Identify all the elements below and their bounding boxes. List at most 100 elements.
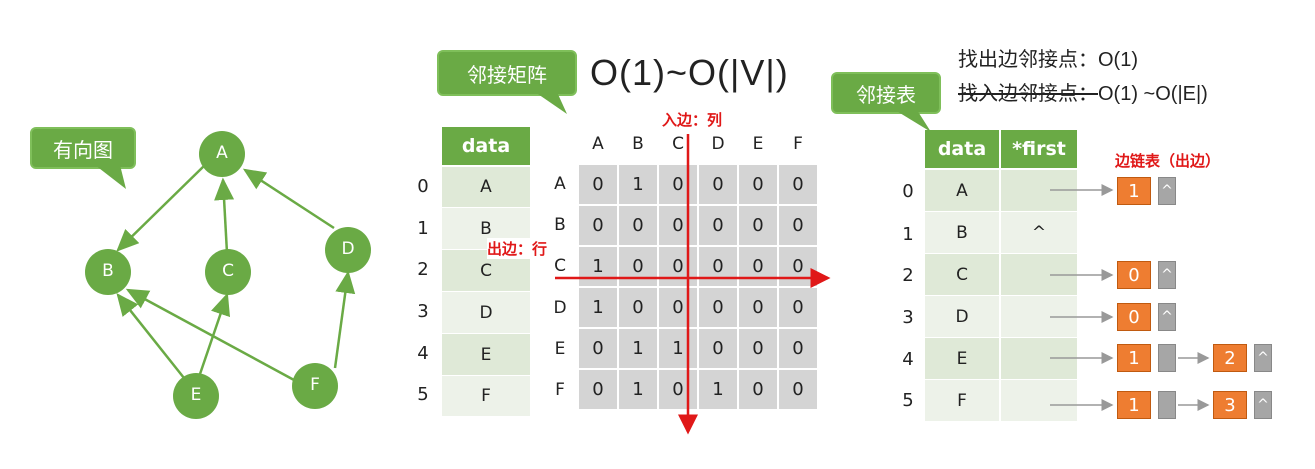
adj-data-0: A xyxy=(925,170,999,211)
matrix-cell: 0 xyxy=(698,287,738,328)
matrix-cell: 0 xyxy=(698,328,738,369)
find-in-note: 找入边邻接点：O(1) ~O(|E|) xyxy=(958,77,1208,106)
node-a xyxy=(199,131,245,177)
find-in-label: 找入边邻接点： xyxy=(958,81,1098,105)
node-d xyxy=(325,227,371,273)
vt-cell-0: A xyxy=(442,167,530,207)
edge-node-5-0: 1 xyxy=(1117,391,1151,419)
matrix-cell: 0 xyxy=(738,287,778,328)
matrix-col-a: A xyxy=(592,134,604,154)
matrix-cell: 0 xyxy=(738,205,778,246)
edge-null-2: ^ xyxy=(1158,261,1176,289)
matrix-cell: 1 xyxy=(618,164,658,205)
adj-first-1: ^ xyxy=(1001,212,1077,253)
matrix-cell: 0 xyxy=(778,205,818,246)
adj-index-4: 4 xyxy=(902,349,914,370)
matrix-cell: 0 xyxy=(778,287,818,328)
matrix-col-f: F xyxy=(793,134,803,154)
node-label-a: A xyxy=(216,143,228,163)
matrix-cell: 0 xyxy=(658,287,698,328)
adj-index-1: 1 xyxy=(902,224,914,245)
digraph-svg xyxy=(85,131,371,419)
node-f xyxy=(292,363,338,409)
matrix-cell: 0 xyxy=(698,246,738,287)
matrix-cell: 0 xyxy=(738,164,778,205)
matrix-callout: 邻接矩阵 xyxy=(437,50,577,96)
adj-index-0: 0 xyxy=(902,181,914,202)
matrix-callout-label: 邻接矩阵 xyxy=(467,62,547,87)
edge-null-4: ^ xyxy=(1254,344,1272,372)
adj-data-5: F xyxy=(925,380,999,421)
matrix-cell: 0 xyxy=(618,205,658,246)
adj-index-3: 3 xyxy=(902,307,914,328)
matrix-cell: 0 xyxy=(658,205,698,246)
vt-index-4: 4 xyxy=(417,343,429,364)
adj-data-4: E xyxy=(925,338,999,379)
edge-f-b xyxy=(125,288,295,382)
matrix-row-c: C xyxy=(554,256,566,276)
edge-a-b xyxy=(116,164,206,252)
vt-index-2: 2 xyxy=(417,259,429,280)
vt-cell-5: F xyxy=(442,376,530,416)
edge-e-b xyxy=(116,293,185,379)
edge-node-4-1: 2 xyxy=(1213,344,1247,372)
matrix-cell: 0 xyxy=(658,369,698,410)
edge-e-c xyxy=(198,292,230,375)
vertex-table-header: data xyxy=(442,127,530,165)
complexity-main: O(1)~O(|V|) xyxy=(590,52,789,93)
matrix-cell: 0 xyxy=(738,328,778,369)
edge-f-d xyxy=(333,270,356,369)
edge-null-0: ^ xyxy=(1158,177,1176,205)
vt-index-1: 1 xyxy=(417,218,429,239)
matrix-cell: 0 xyxy=(738,246,778,287)
edge-node-0-0: 1 xyxy=(1117,177,1151,205)
matrix-cell: 0 xyxy=(698,205,738,246)
node-label-c: C xyxy=(222,261,234,281)
edge-node-4-0: 1 xyxy=(1117,344,1151,372)
list-callout: 邻接表 xyxy=(831,72,941,114)
find-out-value: O(1) xyxy=(1098,49,1138,71)
digraph-callout-tail xyxy=(95,165,126,189)
matrix-cell: 0 xyxy=(578,205,618,246)
matrix-col-e: E xyxy=(752,134,764,154)
digraph-callout-label: 有向图 xyxy=(53,137,113,162)
vt-index-0: 0 xyxy=(417,176,429,197)
matrix-row-a: A xyxy=(554,174,566,194)
edge-null-3: ^ xyxy=(1158,303,1176,331)
matrix-row-f: F xyxy=(555,380,565,400)
vt-index-5: 5 xyxy=(417,384,429,405)
edge-next-5-0 xyxy=(1158,391,1176,419)
edge-null-5: ^ xyxy=(1254,391,1272,419)
matrix-cell: 0 xyxy=(578,164,618,205)
adj-index-2: 2 xyxy=(902,265,914,286)
in-edge-label: 入边：列 xyxy=(662,111,723,129)
node-e xyxy=(173,373,219,419)
matrix-cell: 0 xyxy=(658,164,698,205)
find-in-value: O(1) ~O(|E|) xyxy=(1098,83,1208,105)
edge-next-4-0 xyxy=(1158,344,1176,372)
edge-node-2-0: 0 xyxy=(1117,261,1151,289)
node-b xyxy=(85,249,131,295)
list-callout-tail xyxy=(895,110,931,132)
edge-node-5-1: 3 xyxy=(1213,391,1247,419)
matrix-col-c: C xyxy=(672,134,684,154)
matrix-row-e: E xyxy=(554,339,566,359)
matrix-row-b: B xyxy=(554,215,566,235)
matrix-col-d: D xyxy=(711,134,725,154)
edge-c-a xyxy=(214,177,235,254)
matrix-cell: 1 xyxy=(578,287,618,328)
matrix-cell: 0 xyxy=(578,369,618,410)
adj-first-1-null: ^ xyxy=(1031,222,1047,243)
node-c xyxy=(205,249,251,295)
matrix-cell: 0 xyxy=(698,164,738,205)
adj-header-first: *first xyxy=(1001,130,1077,168)
matrix-cell: 1 xyxy=(578,246,618,287)
matrix-callout-tail xyxy=(535,92,567,114)
node-label-f: F xyxy=(310,375,320,395)
edge-d-a xyxy=(242,168,335,230)
adj-data-3: D xyxy=(925,296,999,337)
matrix-cell: 0 xyxy=(778,328,818,369)
matrix-cell: 0 xyxy=(738,369,778,410)
find-out-label: 找出边邻接点： xyxy=(958,47,1098,71)
